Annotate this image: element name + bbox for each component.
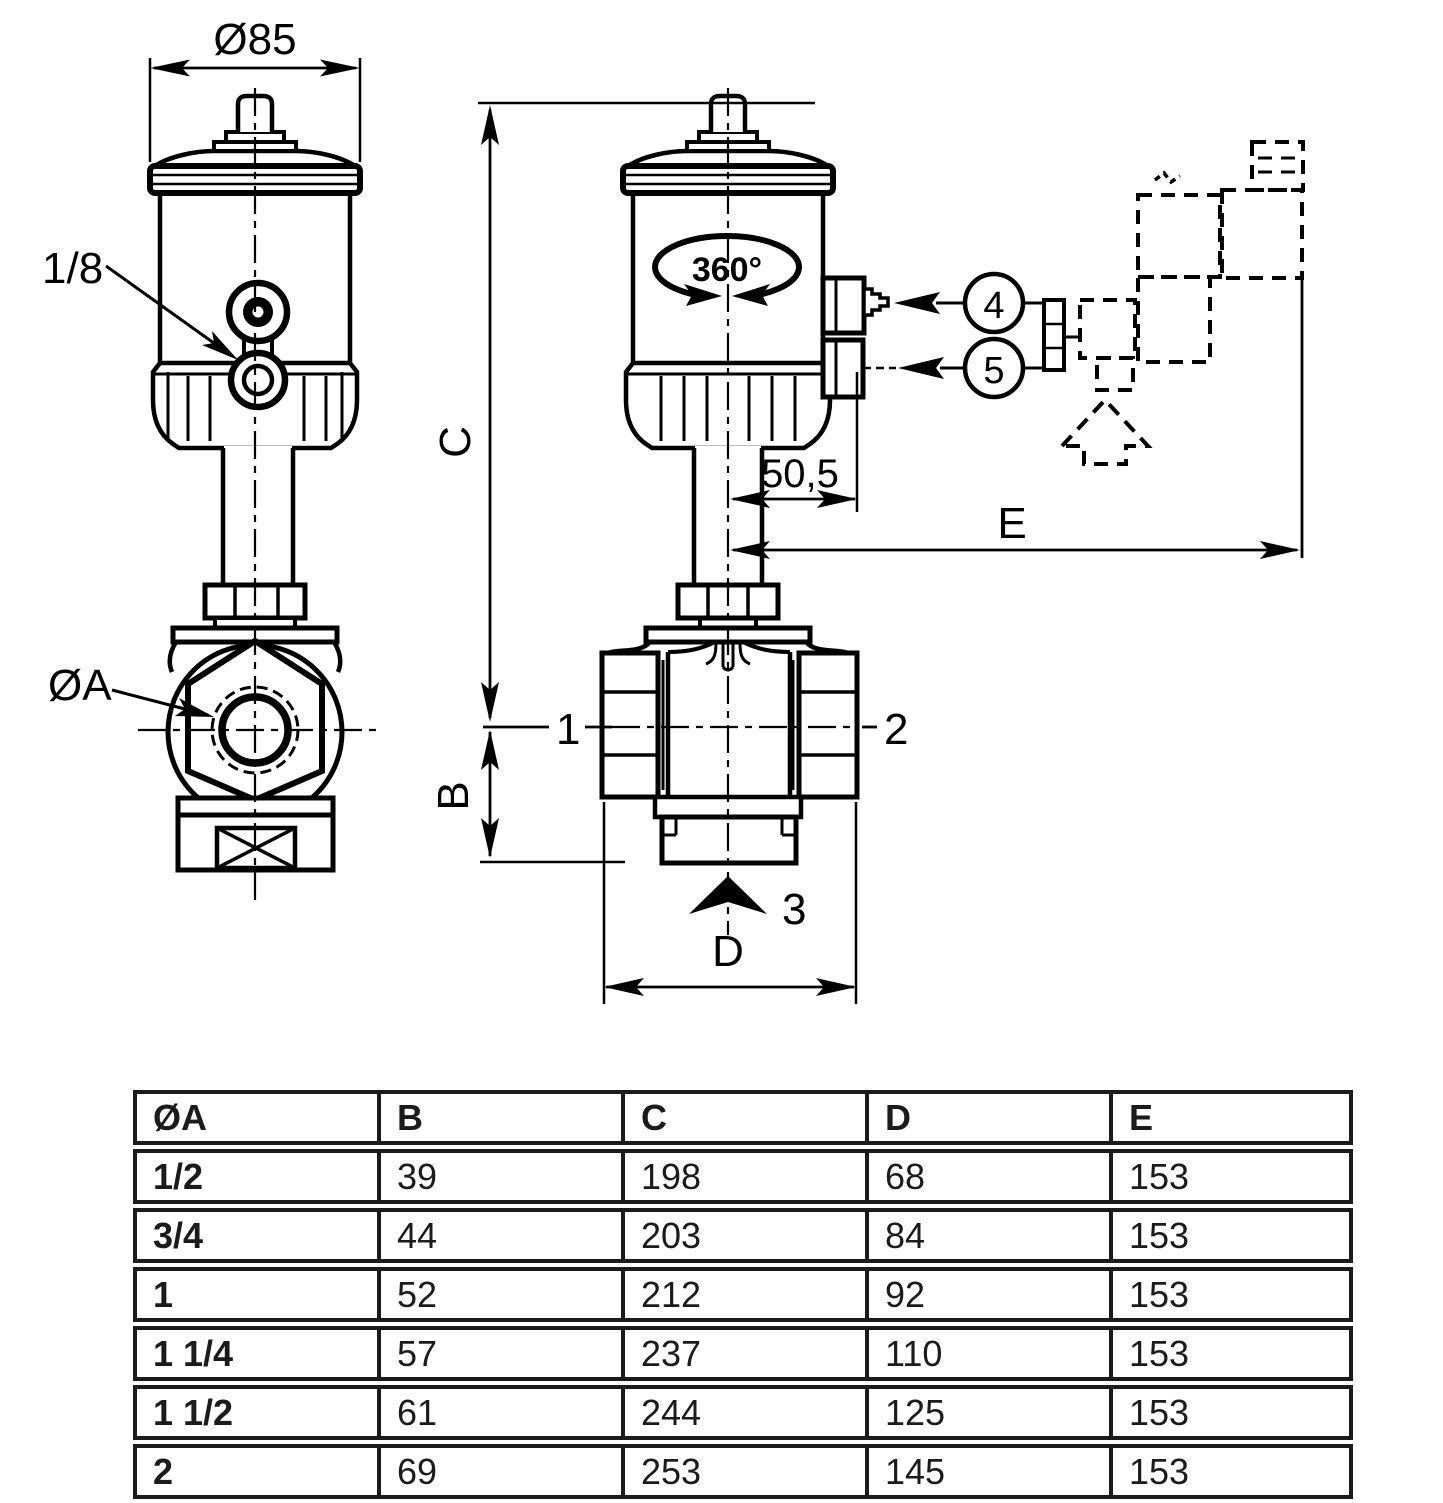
table-cell-size: 1 1/2 (133, 1385, 377, 1440)
dim-offset (730, 372, 859, 512)
dim-e (730, 280, 1304, 559)
middle-view (478, 93, 1304, 1004)
phantom-detail-squiggle (1153, 170, 1181, 185)
table-cell: 57 (377, 1326, 621, 1381)
table-header-row: ØA B C D E (133, 1090, 1353, 1145)
table-cell: 153 (1109, 1149, 1353, 1204)
table-cell: 153 (1109, 1385, 1353, 1440)
leader-bore (111, 688, 214, 717)
table-cell: 198 (621, 1149, 865, 1204)
table-cell: 253 (621, 1444, 865, 1499)
dim-d (602, 802, 858, 1004)
table-cell-size: 1 (133, 1267, 377, 1322)
offset-dim-label: 50,5 (761, 452, 839, 496)
dimension-table: ØA B C D E 1/2 39 198 68 153 3/4 44 203 … (133, 1086, 1353, 1503)
table-cell: 61 (377, 1385, 621, 1440)
left-view (105, 58, 363, 873)
table-cell-size: 1 1/4 (133, 1326, 377, 1381)
dim-b-label: B (429, 781, 478, 810)
left-pilot-port-boss (225, 279, 291, 411)
pilot-port-label: 1/8 (42, 244, 103, 293)
phantom-view (1057, 140, 1305, 466)
table-row: 1 1/4 57 237 110 153 (133, 1326, 1353, 1381)
table-cell: 237 (621, 1326, 865, 1381)
centerlines (138, 88, 858, 935)
dia85-label: Ø85 (213, 15, 296, 64)
table-cell: 203 (621, 1208, 865, 1263)
table-cell-size: 3/4 (133, 1208, 377, 1263)
table-row: 1 1/2 61 244 125 153 (133, 1385, 1353, 1440)
table-row: 3/4 44 203 84 153 (133, 1208, 1353, 1263)
bore-label: ØA (48, 661, 112, 710)
port1-label: 1 (556, 705, 580, 754)
dim-e-label: E (997, 499, 1026, 548)
table-cell-size: 1/2 (133, 1149, 377, 1204)
table-cell: 153 (1109, 1267, 1353, 1322)
table-cell: 44 (377, 1208, 621, 1263)
table-cell: 125 (865, 1385, 1109, 1440)
table-row: 2 69 253 145 153 (133, 1444, 1353, 1499)
table-cell: 153 (1109, 1208, 1353, 1263)
table-cell: 92 (865, 1267, 1109, 1322)
dim-dia85 (148, 58, 362, 162)
dim-c-label: C (431, 426, 480, 458)
middle-valve-body (599, 640, 860, 866)
header-d: D (865, 1090, 1109, 1145)
header-b: B (377, 1090, 621, 1145)
table-cell: 84 (865, 1208, 1109, 1263)
table-row: 1 52 212 92 153 (133, 1267, 1353, 1322)
dim-c (478, 101, 815, 722)
table-cell: 110 (865, 1326, 1109, 1381)
table-cell: 145 (865, 1444, 1109, 1499)
table-cell: 153 (1109, 1326, 1353, 1381)
side-port-blocks (820, 275, 896, 400)
port2-label: 2 (884, 705, 908, 754)
callouts (894, 271, 1080, 400)
header-dia-a: ØA (133, 1090, 377, 1145)
table-cell: 39 (377, 1149, 621, 1204)
callout5-label: 5 (983, 350, 1004, 392)
rotation-label: 360° (692, 251, 762, 289)
dim-b (480, 730, 625, 864)
header-c: C (621, 1090, 865, 1145)
table-cell: 69 (377, 1444, 621, 1499)
table-row: 1/2 39 198 68 153 (133, 1149, 1353, 1204)
header-e: E (1109, 1090, 1353, 1145)
table-cell: 68 (865, 1149, 1109, 1204)
table-cell: 244 (621, 1385, 865, 1440)
stem-seal-symbol (705, 642, 751, 672)
leader-pilot-port (105, 264, 238, 360)
dim-d-label: D (712, 927, 744, 976)
table-cell: 212 (621, 1267, 865, 1322)
phantom-port-arrow (1057, 397, 1153, 466)
table-cell: 52 (377, 1267, 621, 1322)
callout4-label: 4 (983, 285, 1004, 327)
dimension-table-section: ØA B C D E 1/2 39 198 68 153 3/4 44 203 … (133, 1086, 1353, 1503)
valve-technical-drawing: Ø85 1/8 ØA 360° C B 50,5 E D 1 2 3 4 5 (42, 15, 1305, 1004)
port3-label: 3 (782, 885, 806, 934)
drawing-labels: Ø85 1/8 ØA 360° C B 50,5 E D 1 2 3 4 5 (42, 15, 1027, 976)
table-cell: 153 (1109, 1444, 1353, 1499)
table-cell-size: 2 (133, 1444, 377, 1499)
